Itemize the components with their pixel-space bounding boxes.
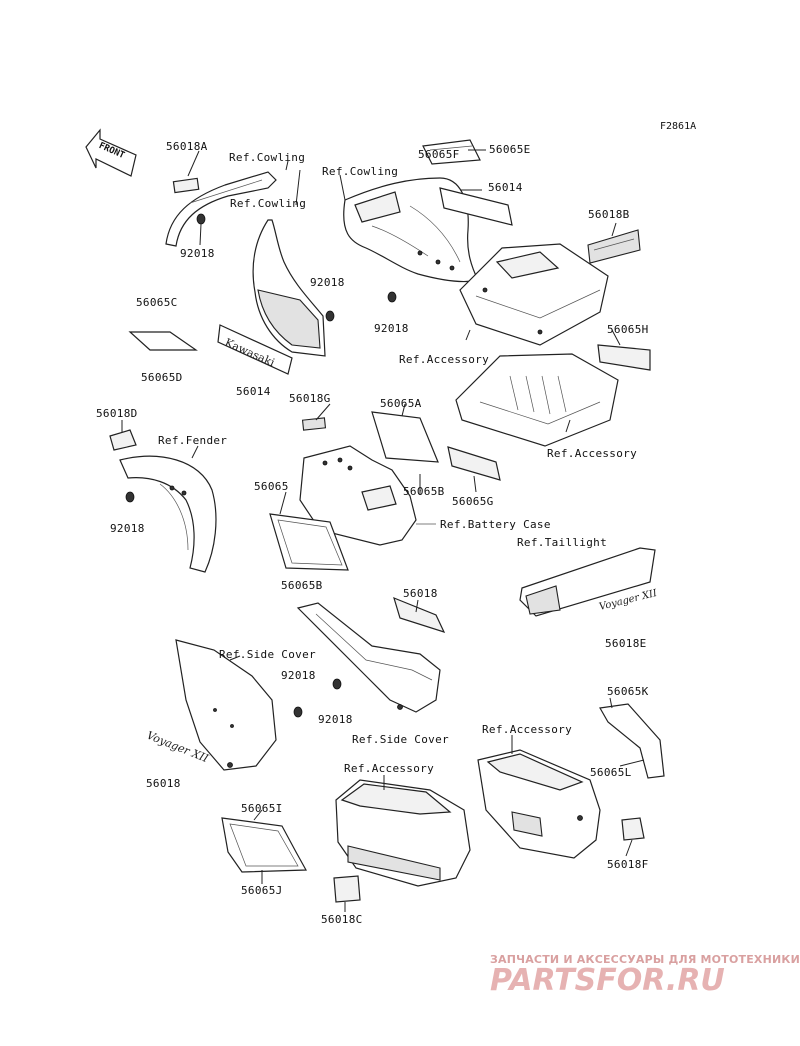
part-label: 56065G	[452, 495, 494, 508]
part-label: 92018	[318, 713, 353, 726]
part-label: Ref.Battery Case	[440, 518, 551, 531]
part-label: 56018	[146, 777, 181, 790]
part-label: 56018A	[166, 140, 208, 153]
watermark-brand: PARTSFOR.RU	[490, 963, 725, 998]
part-label: 56065C	[136, 296, 178, 309]
stripe-56065k	[599, 703, 665, 779]
top-case-lid	[459, 243, 609, 346]
side-cover-left	[175, 639, 277, 771]
stripe-56065i	[221, 817, 308, 873]
stripe-56065h	[597, 344, 651, 371]
part-label: Ref.Accessory	[344, 762, 434, 775]
part-label: 92018	[110, 522, 145, 535]
emblem-56018b	[587, 229, 641, 264]
grommet-92018-b	[325, 310, 335, 322]
part-label: 56018B	[588, 208, 630, 221]
part-label: 56065J	[241, 884, 283, 897]
stripe-56065f	[422, 139, 481, 165]
part-label: Ref.Accessory	[399, 353, 489, 366]
grommet-92018-c	[387, 291, 397, 303]
emblem-56018d	[109, 429, 137, 451]
leader-lines	[121, 149, 645, 912]
part-label: 92018	[281, 669, 316, 682]
part-label: Ref.Cowling	[230, 197, 307, 210]
grommet-92018-f	[332, 678, 342, 690]
figure-code: F2861A	[660, 121, 697, 132]
front-arrow-icon	[85, 128, 137, 177]
grommet-92018-e	[293, 706, 303, 718]
part-label: 56018F	[607, 858, 649, 871]
part-label: Ref.Taillight	[517, 536, 607, 549]
part-label: Ref.Side Cover	[219, 648, 316, 661]
part-label: 56014	[236, 385, 271, 398]
watermark-tagline: ЗАПЧАСТИ И АКСЕССУАРЫ ДЛЯ МОТОТЕХНИКИ	[490, 953, 800, 966]
part-label: Ref.Cowling	[229, 151, 306, 164]
emblem-56018c	[333, 875, 361, 903]
part-label: Ref.Fender	[158, 434, 228, 447]
part-label: 56065A	[380, 397, 422, 410]
stripe-56065a	[371, 411, 439, 463]
part-label: 56018G	[289, 392, 331, 405]
part-label: 56018C	[321, 913, 363, 926]
part-label: Ref.Accessory	[547, 447, 637, 460]
decal-56014-kawasaki	[217, 324, 293, 375]
part-label: 56065F	[418, 148, 460, 161]
grommet-92018-a	[196, 213, 206, 225]
grommet-92018-d	[125, 491, 135, 503]
part-label: 56065	[254, 480, 289, 493]
part-label: Ref.Accessory	[482, 723, 572, 736]
part-label: 56065B	[281, 579, 323, 592]
emblem-56018g	[301, 417, 327, 431]
part-label: 56065L	[590, 766, 632, 779]
part-label: Ref.Cowling	[322, 165, 399, 178]
stripe-56065g	[447, 446, 501, 481]
part-label: 92018	[180, 247, 215, 260]
part-label: 56065B	[403, 485, 445, 498]
emblem-56018	[393, 596, 446, 633]
rear-fender	[119, 455, 217, 573]
top-case-base	[455, 353, 619, 447]
part-label: 56018E	[605, 637, 647, 650]
part-label: 56014	[488, 181, 523, 194]
cowling-trim-strip	[165, 171, 277, 247]
part-label: 56065D	[141, 371, 183, 384]
part-label: 56065I	[241, 802, 283, 815]
part-label: 56065K	[607, 685, 649, 698]
part-label: 56065E	[489, 143, 531, 156]
part-label: 92018	[374, 322, 409, 335]
emblem-56018a	[172, 177, 200, 194]
part-label: Ref.Side Cover	[352, 733, 449, 746]
part-label: 56065H	[607, 323, 649, 336]
part-label: 56018D	[96, 407, 138, 420]
part-label: 92018	[310, 276, 345, 289]
stripe-56014-top	[439, 187, 513, 226]
stripe-56065c	[128, 331, 198, 351]
emblem-56018f	[621, 817, 645, 841]
part-label: 56018	[403, 587, 438, 600]
